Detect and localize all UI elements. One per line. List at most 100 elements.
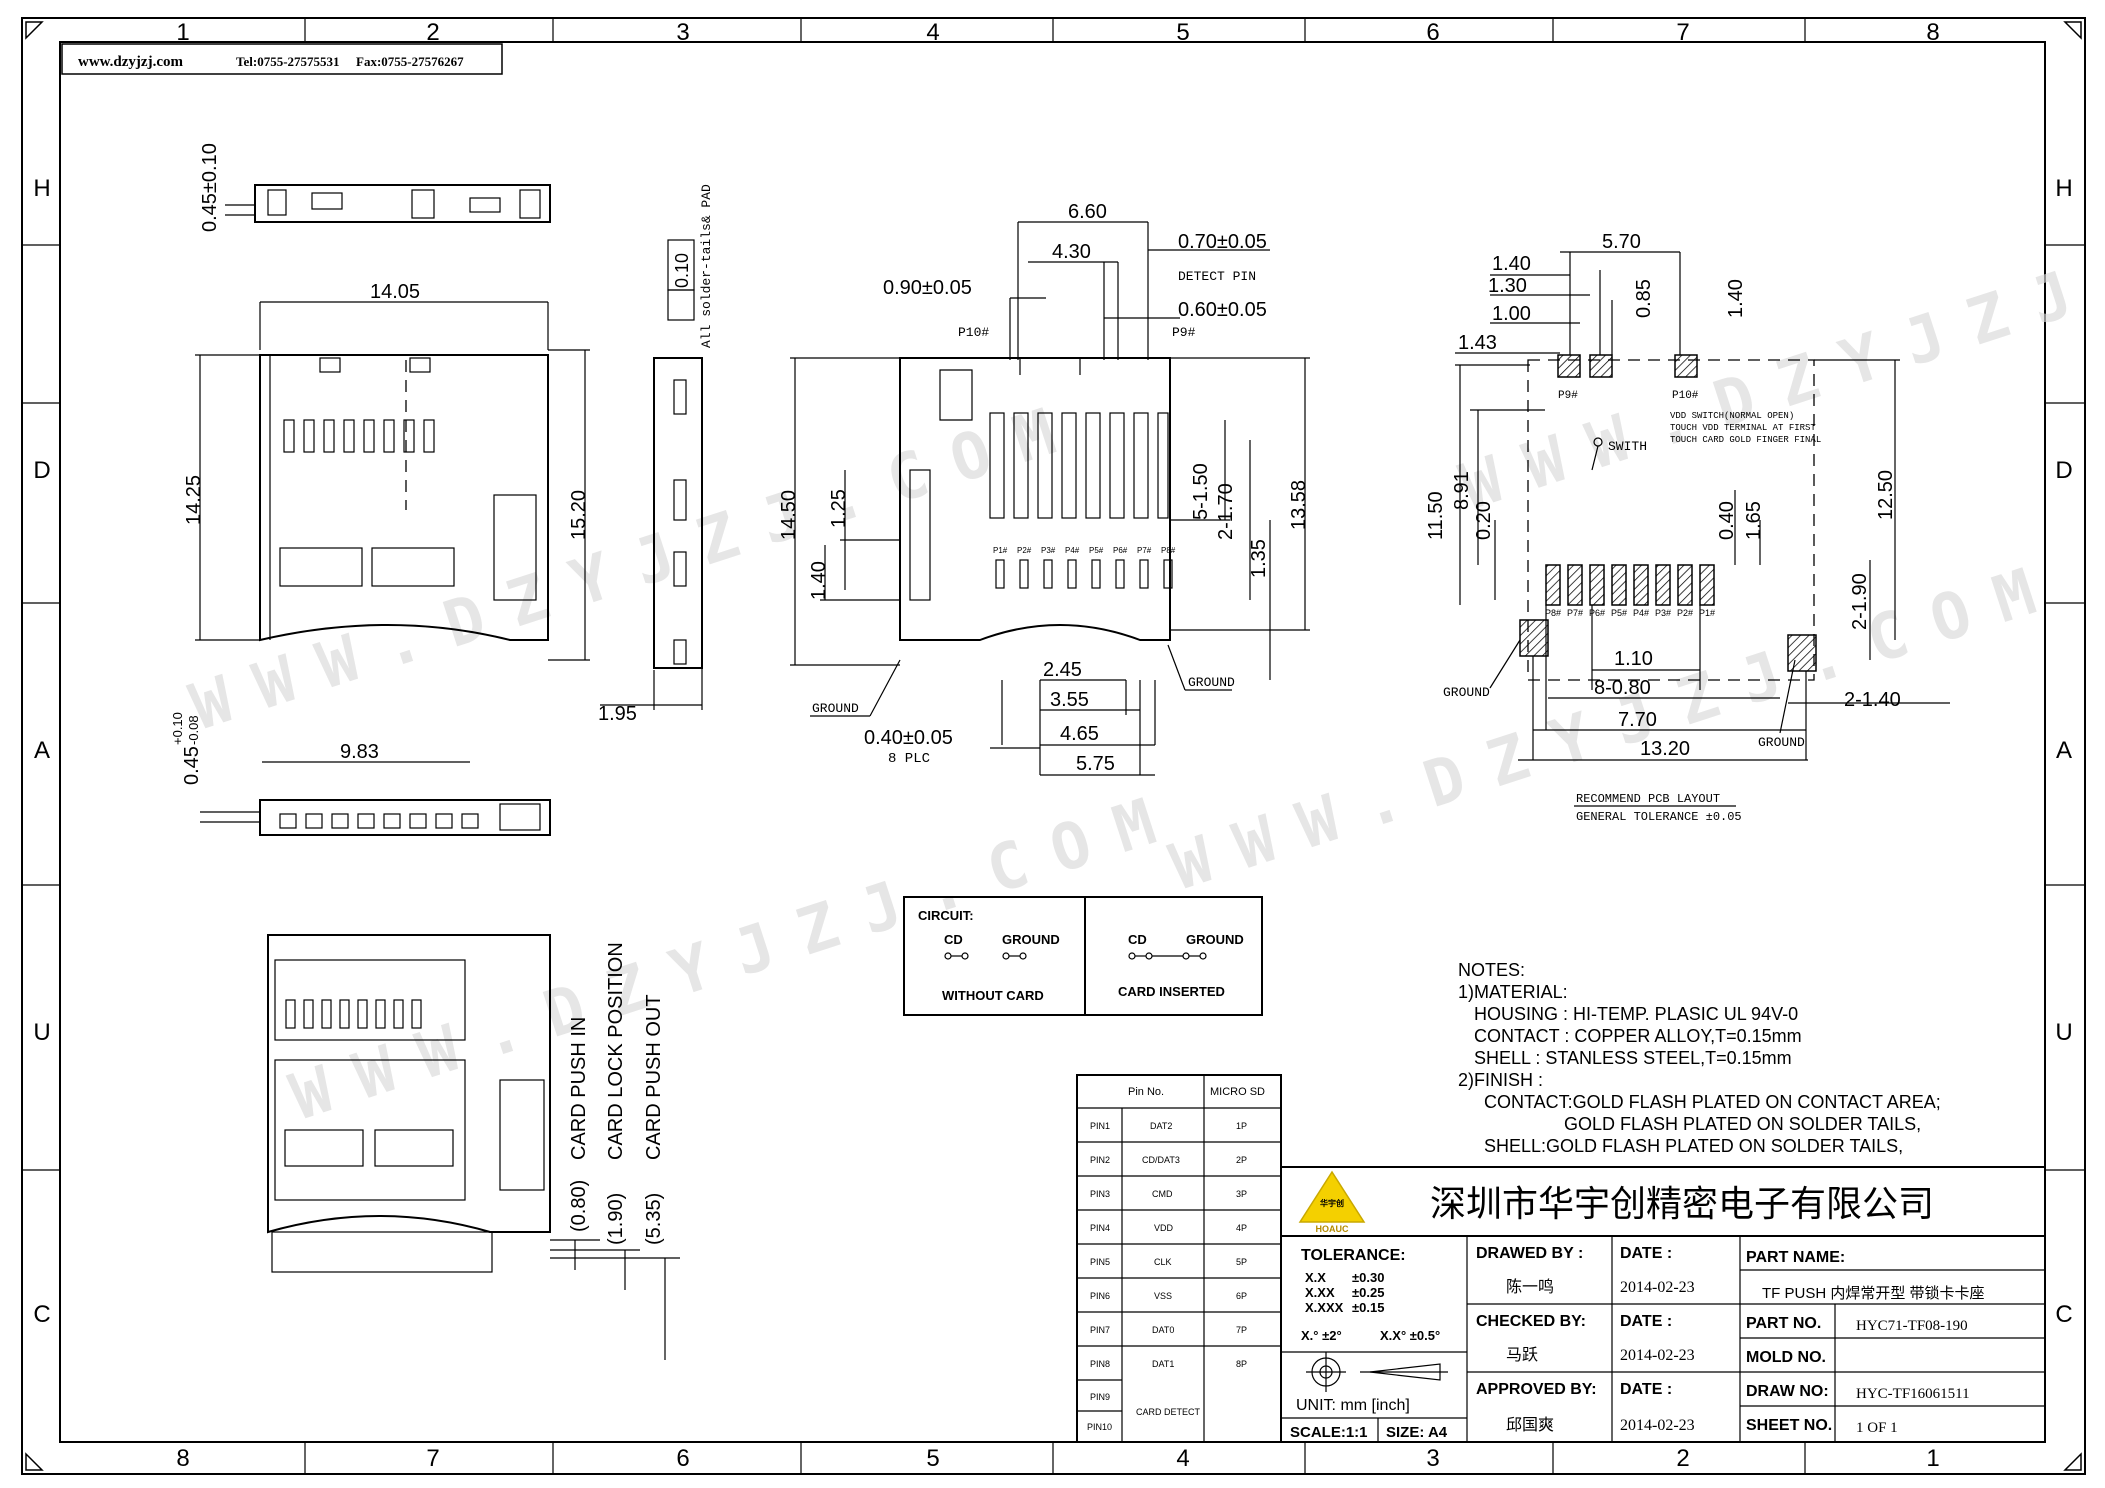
- company-name: 深圳市华宇创精密电子有限公司: [1430, 1183, 1934, 1224]
- circuit-caption: CARD INSERTED: [1118, 984, 1225, 999]
- dim-label: 0.45±0.10: [199, 143, 221, 232]
- pin-label: P4#: [1633, 608, 1649, 618]
- date-value: 2014-02-23: [1620, 1279, 1695, 1296]
- dim-label: +0.10: [170, 712, 185, 745]
- dim-label: 4.30: [1052, 241, 1091, 263]
- circuit-label: GROUND: [1002, 932, 1060, 947]
- table-header: Pin No.: [1128, 1086, 1164, 1098]
- callout-label: SWITH: [1608, 439, 1647, 454]
- date-value: 2014-02-23: [1620, 1347, 1695, 1364]
- end-view: 0.10 All solder-tails& PAD 1.95: [598, 184, 714, 725]
- checked-by-label: CHECKED BY:: [1476, 1313, 1586, 1330]
- tol-val: ±0.15: [1352, 1300, 1384, 1315]
- circuit-caption: WITHOUT CARD: [942, 988, 1044, 1003]
- dim-label: 1.10: [1614, 648, 1653, 670]
- date-label: DATE :: [1620, 1313, 1672, 1330]
- circuit-label: GROUND: [1186, 932, 1244, 947]
- pin-cell: PIN5: [1090, 1257, 1110, 1267]
- dim-caption: CARD PUSH IN: [568, 1017, 590, 1160]
- caption: RECOMMEND PCB LAYOUT: [1576, 792, 1720, 806]
- pin-table: Pin No. MICRO SD PIN1 DAT2 1P PIN2 CD/DA…: [1076, 1074, 1282, 1443]
- drawing-border: 1 2 3 4 5 6 7 8 8 7 6 5 4 3 2 1 H D D A …: [21, 17, 2086, 1475]
- notes-line: 2)FINISH :: [1458, 1070, 1543, 1090]
- tol-val: ±0.25: [1352, 1285, 1384, 1300]
- column-label: 8: [176, 1445, 189, 1472]
- unit-label: UNIT: mm [inch]: [1296, 1397, 1410, 1414]
- sheet-no-value: 1 OF 1: [1856, 1420, 1898, 1436]
- row-label: D: [33, 457, 50, 484]
- dim-label: 1.00: [1492, 303, 1531, 325]
- notes-line: 1)MATERIAL:: [1458, 982, 1568, 1002]
- dim-label: 8.91: [1451, 471, 1473, 510]
- dim-label: 0.85: [1633, 279, 1655, 318]
- dim-label: 12.50: [1875, 470, 1897, 520]
- pin-label: P7#: [1137, 546, 1152, 555]
- dim-label: 1.65: [1743, 501, 1765, 540]
- tol-key: X.XXX: [1305, 1300, 1344, 1315]
- part-no-value: HYC71-TF08-190: [1856, 1318, 1968, 1334]
- tol-angle: X.° ±2°: [1301, 1328, 1342, 1343]
- dim-label: 0.20: [1473, 501, 1495, 540]
- circuit-label: CD: [944, 932, 963, 947]
- dim-label: 0.10: [672, 253, 692, 288]
- column-label: 5: [1176, 19, 1189, 46]
- notes-line: HOUSING : HI-TEMP. PLASIC UL 94V-0: [1474, 1004, 1798, 1024]
- company-logo: 华宇创 HOAUC: [1298, 1170, 1366, 1234]
- fax-text: Fax:0755-27576267: [356, 54, 464, 69]
- tolerance-title: TOLERANCE:: [1301, 1247, 1406, 1264]
- note-label: TOUCH VDD TERMINAL AT FIRST: [1670, 423, 1816, 433]
- callout-label: GROUND: [812, 701, 859, 716]
- signal-cell: DAT2: [1150, 1121, 1172, 1131]
- dim-label: 14.50: [778, 490, 800, 540]
- notes-title: NOTES:: [1458, 960, 1525, 980]
- dim-label: 8-0.80: [1594, 677, 1651, 699]
- pos-cell: 6P: [1236, 1291, 1247, 1301]
- dim-label: 0.40: [1716, 501, 1738, 540]
- pin-label: P3#: [1655, 608, 1671, 618]
- dim-label: 2-1.70: [1215, 483, 1237, 540]
- side-view-bottom: 9.83 0.45 +0.10 -0.08: [170, 712, 551, 836]
- dim-label: 8 PLC: [888, 751, 930, 767]
- tol-angle: X.X° ±0.5°: [1380, 1328, 1440, 1343]
- pin-label: P1#: [1699, 608, 1715, 618]
- dim-label: 11.50: [1425, 491, 1447, 540]
- column-label: 4: [1176, 1445, 1189, 1472]
- checked-by-value: 马跃: [1506, 1346, 1538, 1364]
- drawn-by-value: 陈一鸣: [1506, 1278, 1554, 1296]
- logo-text: 华宇创: [1320, 1198, 1344, 1208]
- card-pushed-view: (0.80) CARD PUSH IN (1.90) CARD LOCK POS…: [267, 934, 680, 1360]
- tol-key: X.XX: [1305, 1285, 1335, 1300]
- mold-no-label: MOLD NO.: [1746, 1349, 1826, 1366]
- title-block: 华宇创 HOAUC 深圳市华宇创精密电子有限公司 TOLERANCE: X.X …: [1280, 1166, 2046, 1443]
- row-label: A: [34, 737, 50, 764]
- size-label: SIZE: A4: [1386, 1424, 1448, 1441]
- draw-no-value: HYC-TF16061511: [1856, 1386, 1970, 1402]
- pin-label: P9#: [1558, 390, 1578, 402]
- notes-line: CONTACT:GOLD FLASH PLATED ON CONTACT ARE…: [1484, 1092, 1941, 1112]
- signal-cell: CLK: [1154, 1257, 1172, 1267]
- row-label: A: [2056, 737, 2072, 764]
- callout-label: GROUND: [1188, 675, 1235, 690]
- callout-label: GROUND: [1758, 735, 1805, 750]
- column-label: 5: [926, 1445, 939, 1472]
- pos-cell: 4P: [1236, 1223, 1247, 1233]
- pin-label: P6#: [1113, 546, 1128, 555]
- watermark-text: WWW.DZYJZJ.COM: [282, 777, 1191, 1135]
- dim-label: 2-1.40: [1844, 689, 1901, 711]
- dim-label: 0.45: [181, 746, 203, 785]
- column-label: 4: [926, 19, 939, 46]
- header-strip: www.dzyjzj.com Tel:0755-27575531 Fax:075…: [61, 43, 503, 75]
- note-label: VDD SWITCH(NORMAL OPEN): [1670, 411, 1794, 421]
- dim-label: 1.30: [1488, 275, 1527, 297]
- pos-cell: 7P: [1236, 1325, 1247, 1335]
- circuit-title: CIRCUIT:: [918, 908, 974, 923]
- dim-label: 1.40: [1492, 253, 1531, 275]
- dim-value: (1.90): [605, 1193, 627, 1245]
- pin-cell: PIN6: [1090, 1291, 1110, 1301]
- tol-key: X.X: [1305, 1270, 1326, 1285]
- dim-label: 2.45: [1043, 659, 1082, 681]
- pin-label: P10#: [958, 325, 989, 340]
- dim-caption: CARD PUSH OUT: [643, 994, 665, 1160]
- callout-label: DETECT PIN: [1178, 269, 1256, 284]
- part-name-label: PART NAME:: [1746, 1249, 1845, 1266]
